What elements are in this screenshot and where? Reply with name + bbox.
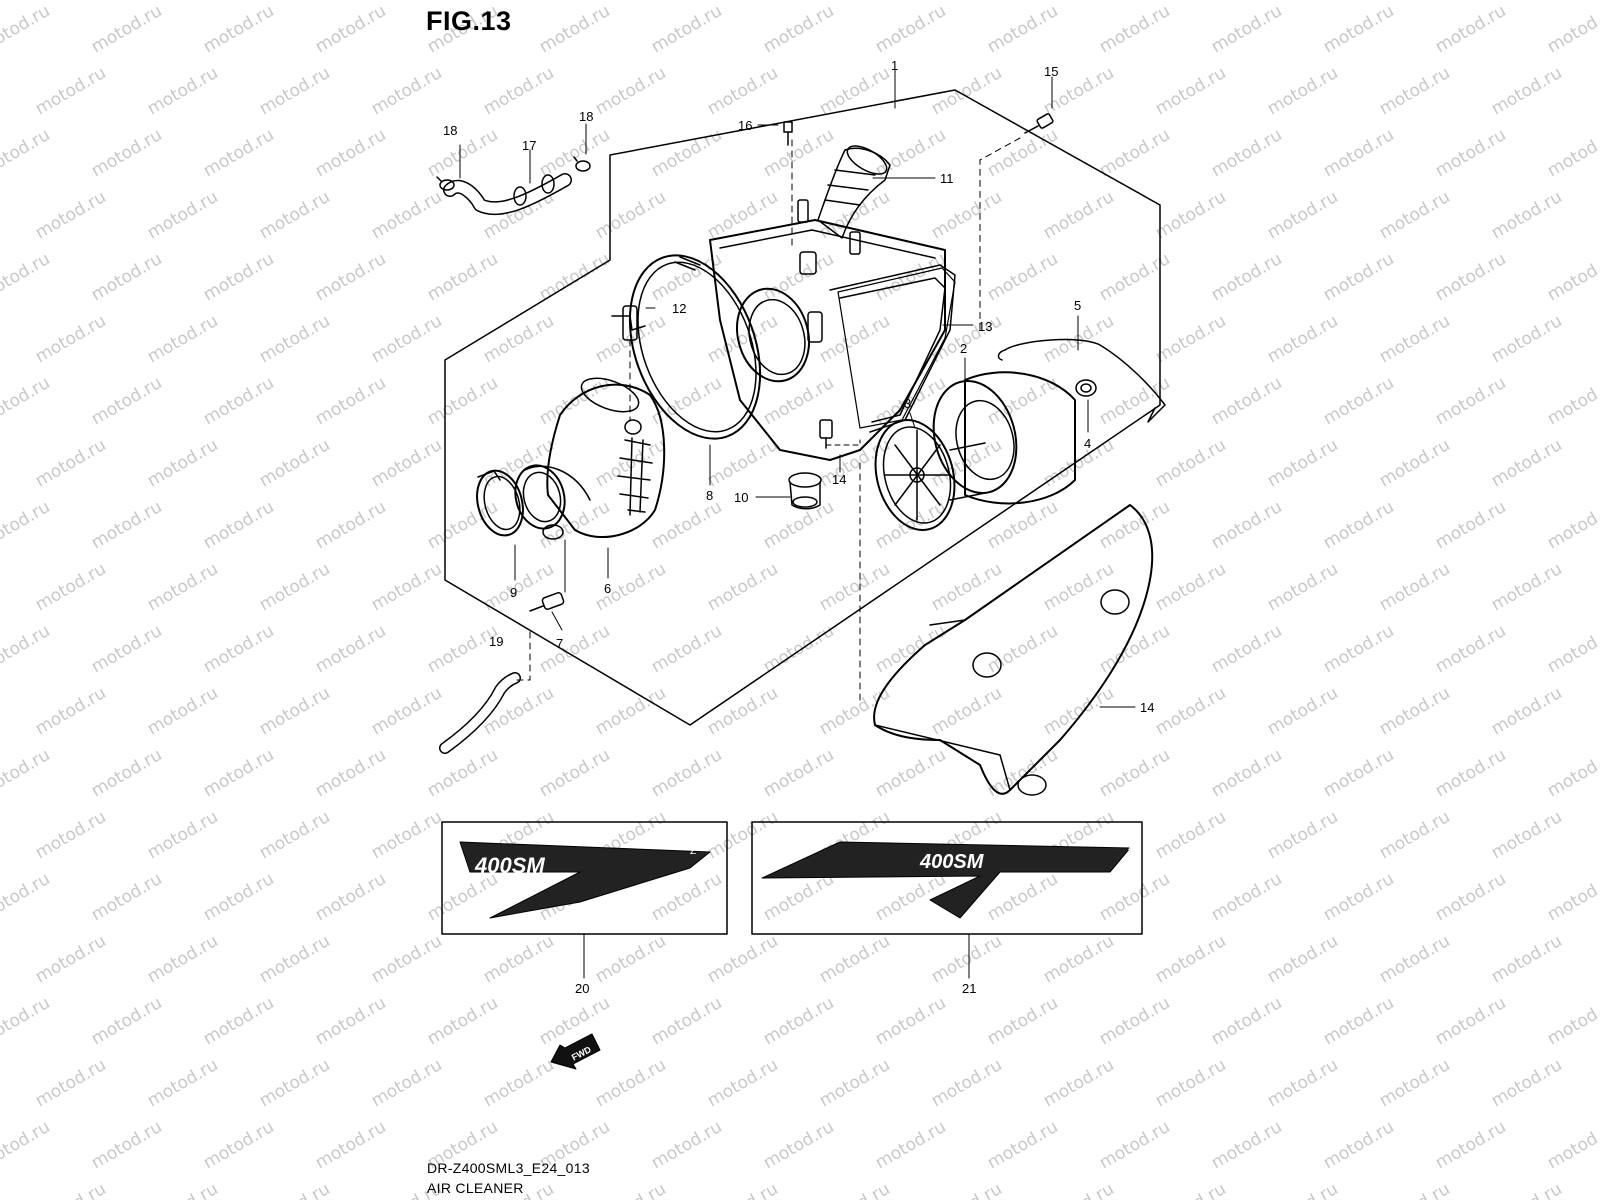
decal-21-text: 400SM bbox=[919, 851, 985, 873]
callout-18a: 18 bbox=[443, 123, 457, 138]
air-cleaner-case bbox=[709, 219, 956, 461]
figure-title: FIG.13 bbox=[426, 6, 512, 36]
decal-20-badge: Z bbox=[690, 846, 696, 857]
callout-numbers: 1 2 3 4 5 6 7 8 9 10 11 12 13 14 14 15 1… bbox=[443, 58, 1154, 996]
screw-15 bbox=[979, 113, 1054, 331]
callout-11: 11 bbox=[940, 171, 954, 186]
callout-10: 10 bbox=[734, 490, 748, 505]
callout-21: 21 bbox=[962, 981, 976, 996]
hose-clamp-9 bbox=[476, 469, 524, 537]
hose-clamp-18a bbox=[436, 176, 455, 191]
decal-panel-21: 400SM Z bbox=[751, 821, 1143, 935]
washer-4 bbox=[1075, 379, 1097, 397]
callout-7: 7 bbox=[556, 636, 563, 651]
breather-hose-17 bbox=[443, 173, 572, 216]
decal-21-badge: Z bbox=[1128, 842, 1134, 853]
leader-lines bbox=[459, 69, 1136, 979]
callout-8: 8 bbox=[706, 488, 713, 503]
boot-sleeve bbox=[514, 464, 591, 540]
assembly-frame bbox=[444, 89, 1161, 726]
drain-plug-7 bbox=[529, 592, 565, 612]
screw-14 bbox=[819, 419, 861, 449]
callout-14b: 14 bbox=[1140, 700, 1154, 715]
callout-18b: 18 bbox=[579, 109, 593, 124]
callout-16: 16 bbox=[738, 118, 752, 133]
callout-14a: 14 bbox=[832, 472, 846, 487]
callout-5: 5 bbox=[1074, 298, 1081, 313]
model-code: DR-Z400SML3_E24_013 bbox=[427, 1160, 590, 1176]
callout-12: 12 bbox=[672, 301, 686, 316]
callout-2: 2 bbox=[960, 341, 967, 356]
callout-3: 3 bbox=[904, 396, 911, 411]
intake-boot-6 bbox=[546, 377, 666, 539]
filter-element-2 bbox=[932, 371, 1076, 505]
callout-6: 6 bbox=[604, 581, 611, 596]
callout-20: 20 bbox=[575, 981, 589, 996]
fwd-arrow-icon: FWD bbox=[550, 1033, 601, 1070]
wire-hook-5 bbox=[997, 338, 1166, 423]
boss-pins bbox=[797, 199, 861, 275]
screw-16 bbox=[783, 121, 793, 251]
decal-panel-20: 400SM Z bbox=[441, 821, 728, 935]
section-title: AIR CLEANER bbox=[427, 1180, 524, 1196]
callout-9: 9 bbox=[510, 585, 517, 600]
callout-4: 4 bbox=[1084, 436, 1091, 451]
side-cover-14 bbox=[873, 504, 1154, 796]
intake-duct-11 bbox=[817, 145, 891, 239]
decal-20-text: 400SM bbox=[474, 853, 545, 878]
callout-15: 15 bbox=[1044, 64, 1058, 79]
callout-1: 1 bbox=[891, 58, 898, 73]
callout-13: 13 bbox=[978, 319, 992, 334]
hose-clamp-18b bbox=[573, 156, 591, 172]
callout-17: 17 bbox=[522, 138, 536, 153]
clamp-ring-8 bbox=[628, 254, 762, 440]
elbow-fitting-12 bbox=[611, 305, 646, 421]
callout-19: 19 bbox=[489, 634, 503, 649]
gasket-13 bbox=[837, 267, 956, 429]
drain-hose-19 bbox=[439, 627, 531, 754]
element-cage-3 bbox=[874, 419, 986, 531]
grommet-10 bbox=[788, 472, 822, 510]
